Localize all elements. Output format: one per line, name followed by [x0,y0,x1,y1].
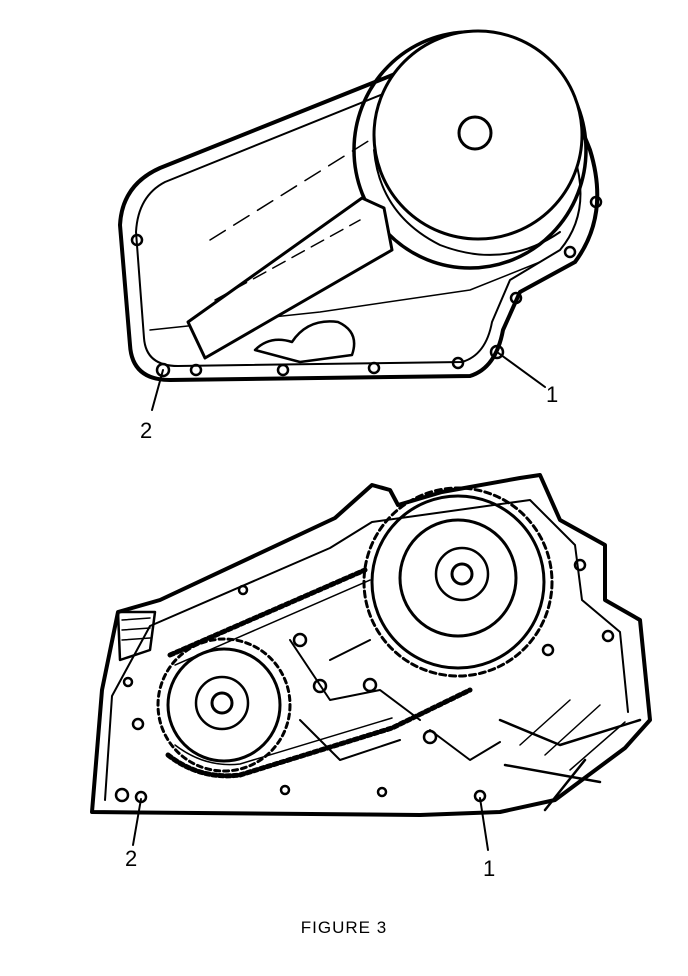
figure-caption: FIGURE 3 [300,918,388,937]
case-cover-drawing [118,29,603,411]
case-right-hatch [519,699,626,771]
top-leader-1 [496,351,546,388]
cover-drum-center-hole [457,115,493,151]
bolt-hole [189,363,203,377]
bolt-hole [573,558,587,572]
drive-chain [165,567,473,779]
cover-drum-side [373,149,561,256]
bolt-hole [130,233,144,247]
cover-bolt-holes [130,195,603,378]
case-outer-outline [90,473,652,817]
cover-rib-edge [187,321,206,359]
bolt-hole [376,786,388,798]
large-sprocket-inner [398,518,518,638]
bolt-hole [509,291,523,305]
small-sprocket-rim [166,647,282,763]
bolt-hole [541,643,555,657]
bolt-hole [367,361,381,375]
bolt-hole [114,787,130,803]
bolt-hole [155,362,171,378]
bolt-hole [589,195,603,209]
cover-contour-dash [209,139,371,241]
bolt-hole [563,245,577,259]
transfer-case-drawing [90,473,652,851]
case-ribs [289,639,501,761]
bolt-hole [489,344,505,360]
cover-pocket [253,320,356,364]
bolt-hole [237,584,249,596]
case-right-block [498,718,642,812]
top-callout-2: 2 [140,418,152,443]
small-sprocket-shaft [210,691,234,715]
bolt-hole [312,678,328,694]
bolt-hole [362,677,378,693]
cover-rib [186,196,394,360]
small-sprocket-teeth [156,637,292,773]
bottom-callout-1: 1 [483,856,495,881]
bolt-hole [601,629,615,643]
large-sprocket-shaft [450,562,474,586]
bolt-hole [122,676,134,688]
case-left-block [116,610,157,662]
bottom-leader-1 [479,797,489,851]
case-left-hatch [121,617,151,641]
cover-rib-dash [214,219,361,301]
bottom-callout-2: 2 [125,846,137,871]
cover-drum-face [372,29,584,241]
bolt-hole [451,356,465,370]
case-bolt-holes [114,558,615,804]
large-sprocket-rim [370,494,546,670]
bolt-hole [292,632,308,648]
case-flange-lip [104,499,629,801]
bolt-hole [422,729,438,745]
bolt-hole [276,363,290,377]
small-sprocket-hub [194,675,250,731]
bottom-leader-2 [132,798,142,846]
bolt-hole [279,784,291,796]
bolt-hole [131,717,145,731]
drive-chain-inner [174,579,393,766]
top-leader-2 [151,369,164,411]
large-sprocket-hub [434,546,490,602]
top-callout-1: 1 [546,382,558,407]
